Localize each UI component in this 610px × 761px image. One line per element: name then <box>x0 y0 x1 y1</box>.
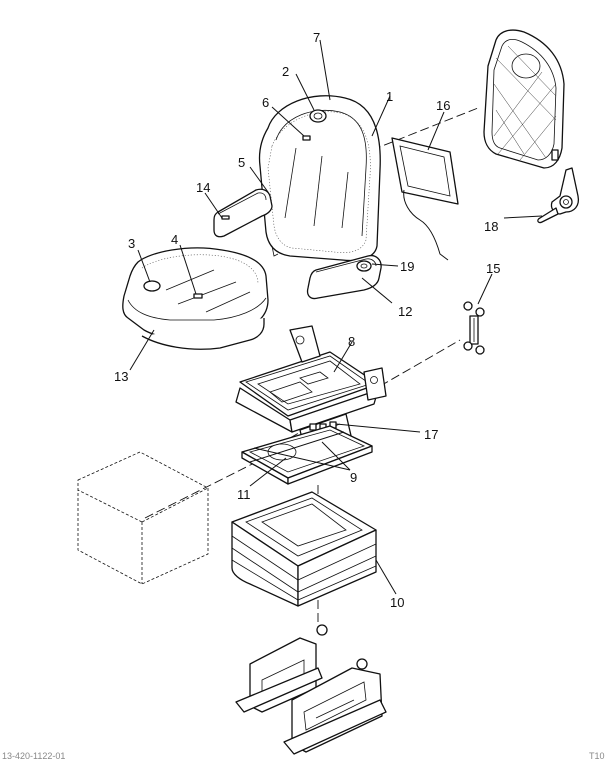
callout-6: 6 <box>262 95 269 110</box>
heater-pad <box>391 137 459 261</box>
suspension-base <box>241 425 373 485</box>
recline-handle <box>537 149 580 224</box>
callout-19: 19 <box>400 259 414 274</box>
suspension-top-frame <box>235 325 387 433</box>
callout-17: 17 <box>424 427 438 442</box>
seat-cushion <box>122 247 269 350</box>
back-frame <box>483 29 565 169</box>
callout-7: 7 <box>313 30 320 45</box>
callout-11: 11 <box>237 487 251 502</box>
callout-labels: 1 2 3 4 5 6 7 8 9 10 11 12 13 14 15 16 1… <box>114 30 500 610</box>
callout-14: 14 <box>196 180 210 195</box>
callout-13: 13 <box>114 369 128 384</box>
callout-18: 18 <box>484 219 498 234</box>
callout-2: 2 <box>282 64 289 79</box>
callout-9: 9 <box>350 470 357 485</box>
leader-lines <box>129 39 543 595</box>
footer-page-code: T10 <box>589 751 605 761</box>
shock-absorber <box>463 301 485 355</box>
storage-box <box>77 451 209 585</box>
bellows-skirt <box>231 491 377 607</box>
callout-16: 16 <box>436 98 450 113</box>
callout-10: 10 <box>390 595 404 610</box>
callout-5: 5 <box>238 155 245 170</box>
callout-12: 12 <box>398 304 412 319</box>
callout-8: 8 <box>348 334 355 349</box>
callout-15: 15 <box>486 261 500 276</box>
right-armrest <box>306 254 382 300</box>
left-armrest <box>213 188 273 238</box>
backrest <box>258 95 381 262</box>
callout-3: 3 <box>128 236 135 251</box>
callout-1: 1 <box>386 89 393 104</box>
footer-drawing-number: 13-420-1122-01 <box>2 751 65 761</box>
callout-4: 4 <box>171 232 178 247</box>
mounting-brackets <box>235 624 387 755</box>
